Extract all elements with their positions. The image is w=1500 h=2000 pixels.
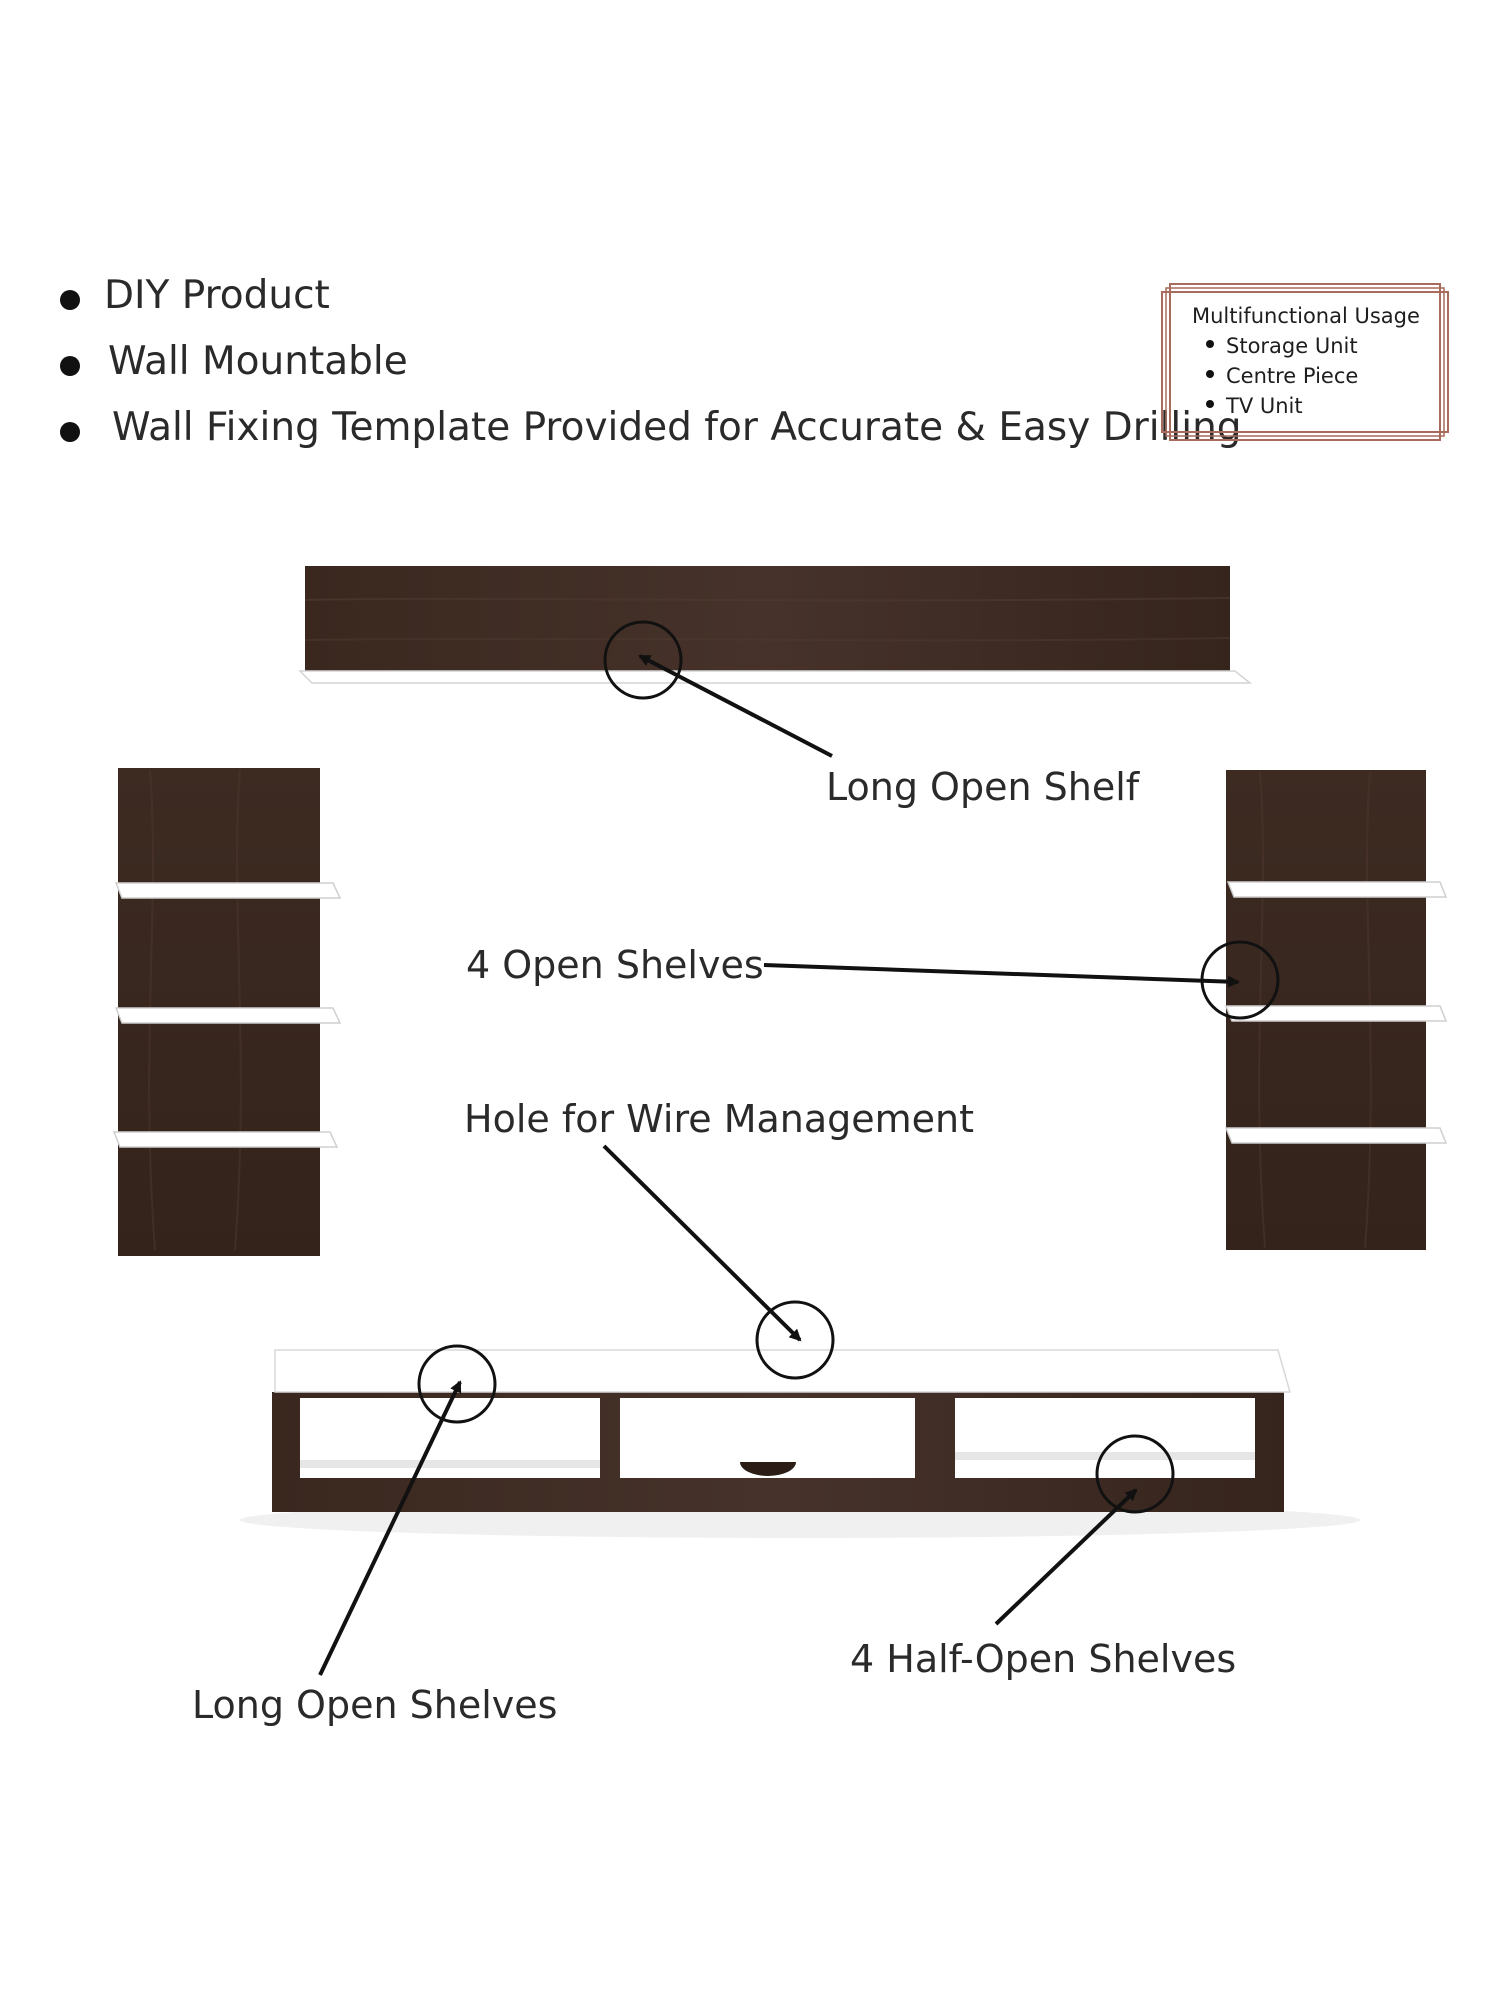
usage-item: Centre Piece xyxy=(1206,364,1358,388)
arrow-icon xyxy=(763,963,1240,988)
arrow-icon xyxy=(318,1380,462,1676)
callout-circle xyxy=(1095,1434,1175,1514)
left-vertical-shelf-unit xyxy=(112,768,342,1256)
callout-4-half-open-shelves: 4 Half-Open Shelves xyxy=(850,1637,1237,1681)
usage-item-text: Centre Piece xyxy=(1226,364,1359,388)
usage-box-border xyxy=(1161,283,1449,441)
feature-text: Wall Mountable xyxy=(108,339,408,384)
feature-text: Wall Fixing Template Provided for Accura… xyxy=(112,405,1242,450)
arrow-icon xyxy=(994,1488,1138,1626)
callout-circle xyxy=(417,1344,497,1424)
bullet-dot-icon xyxy=(60,422,80,442)
bullet-dot-icon xyxy=(1206,340,1214,348)
bullet-dot-icon xyxy=(1206,370,1214,378)
usage-item: Storage Unit xyxy=(1206,334,1358,358)
feature-text: DIY Product xyxy=(104,273,330,318)
callout-long-open-shelves: Long Open Shelves xyxy=(192,1683,558,1727)
right-vertical-shelf-unit xyxy=(1224,770,1448,1250)
callout-circle xyxy=(603,620,683,700)
tv-unit xyxy=(240,1349,1360,1538)
usage-item-text: TV Unit xyxy=(1226,394,1303,418)
arrow-icon xyxy=(638,654,833,758)
bullet-dot-icon xyxy=(1206,400,1214,408)
usage-box: Multifunctional Usage Storage Unit Centr… xyxy=(1160,282,1450,442)
arrow-icon xyxy=(602,1144,802,1342)
usage-title: Multifunctional Usage xyxy=(1192,304,1420,328)
callout-arrows xyxy=(318,654,1240,1676)
callout-circle xyxy=(755,1300,835,1380)
callout-circles xyxy=(417,620,1280,1514)
callout-long-open-shelf: Long Open Shelf xyxy=(826,765,1140,809)
usage-item: TV Unit xyxy=(1206,394,1303,418)
bullet-dot-icon xyxy=(60,356,80,376)
usage-item-text: Storage Unit xyxy=(1226,334,1358,358)
bullet-dot-icon xyxy=(60,290,80,310)
callout-4-open-shelves: 4 Open Shelves xyxy=(466,943,764,987)
callout-wire-hole: Hole for Wire Management xyxy=(464,1097,975,1141)
long-open-shelf xyxy=(298,566,1253,684)
